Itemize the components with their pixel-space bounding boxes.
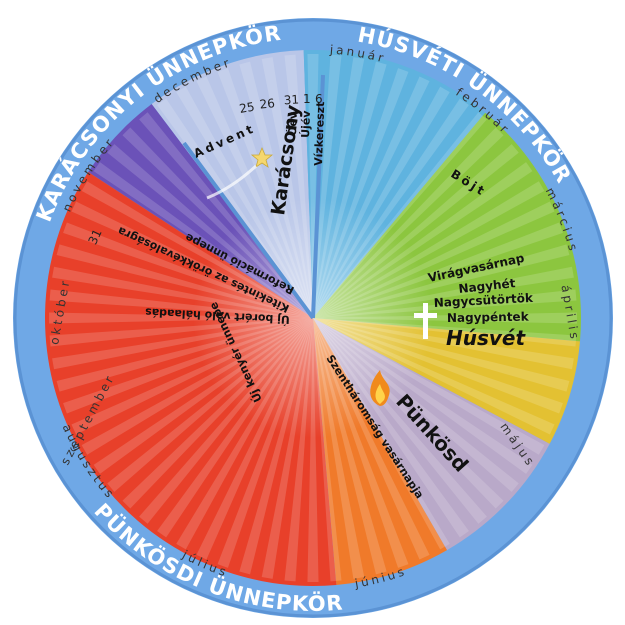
cross-icon [414, 303, 437, 339]
day-25: 25 [238, 100, 255, 116]
sector-ordinary [45, 172, 337, 586]
ring-edge [13, 18, 613, 618]
day-26: 26 [259, 96, 276, 112]
day-1: 1 [303, 92, 311, 106]
feast-vizkereszt: Vízkereszt [312, 101, 327, 166]
divider-advent [182, 141, 315, 320]
feast-ujev: Újév [299, 110, 313, 139]
day-6: 6 [315, 92, 323, 106]
feast-husvet: Húsvét [446, 326, 526, 350]
flame-icon [370, 370, 390, 406]
day-31-october: 31 [85, 227, 104, 247]
day-31: 31 [283, 93, 299, 108]
ray [307, 318, 319, 582]
feast-oev: Óév [286, 111, 300, 136]
divider-christmas-easter [311, 74, 325, 319]
ray [313, 312, 577, 324]
feast-nagypentek: Nagypéntek [447, 310, 530, 325]
ray [49, 312, 314, 324]
feast-nagycsutortok: Nagycsütörtök [433, 291, 534, 310]
feast-nagyhet: Nagyhét [458, 276, 516, 296]
star-icon [206, 146, 274, 200]
ray [307, 54, 319, 319]
